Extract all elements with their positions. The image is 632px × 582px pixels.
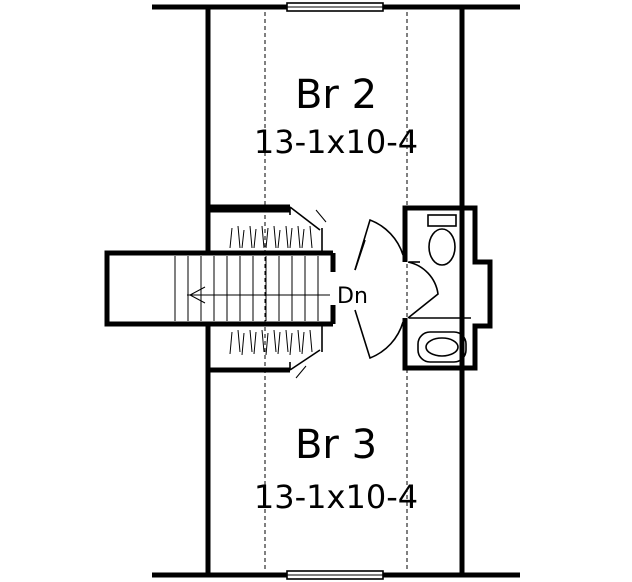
stair-direction-arrow [187,286,330,304]
closet-br3-hangers [229,329,313,356]
door-swing-br2 [354,218,404,271]
bottom-window [286,570,384,580]
top-window [286,2,384,12]
knee-wall-lines [264,12,408,570]
closet-br2 [208,206,327,253]
exterior-walls [205,7,465,575]
toilet-icon [427,214,457,266]
closet-br2-hangers [229,225,313,249]
stair-down-label: Dn [337,284,368,309]
door-swing-bath [407,261,439,319]
stair-enclosure [104,250,336,328]
room-name-br3: Br 3 [295,422,377,468]
room-name-br2: Br 2 [295,72,377,118]
closet-br3 [289,324,323,379]
sink-icon [417,331,467,363]
door-swing-br3 [354,309,404,360]
stair-treads [174,256,319,321]
bathroom-walls [402,205,493,371]
room-dimensions-br2: 13-1x10-4 [254,123,418,161]
room-dimensions-br3: 13-1x10-4 [254,478,418,516]
